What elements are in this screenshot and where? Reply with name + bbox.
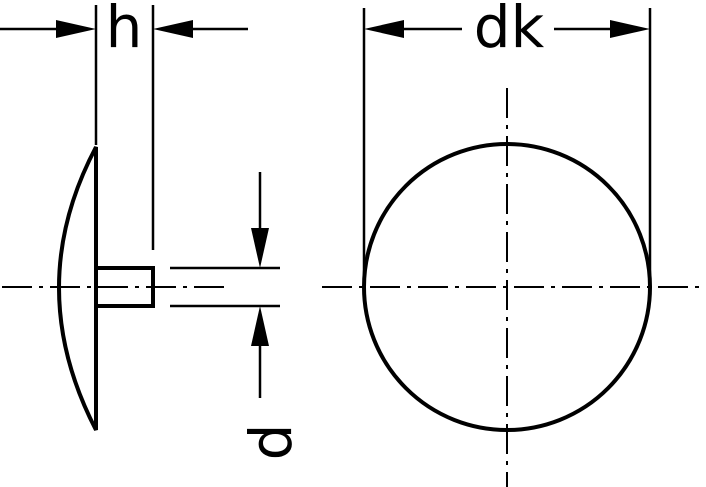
dk-arrow-right bbox=[610, 20, 650, 38]
side-view: h d bbox=[0, 0, 305, 460]
d-dimension-label: d bbox=[237, 424, 305, 461]
dk-arrow-left bbox=[364, 20, 404, 38]
h-arrow-left bbox=[56, 20, 96, 38]
front-view: dk bbox=[322, 0, 704, 487]
d-arrow-top bbox=[251, 228, 269, 268]
d-arrow-bottom bbox=[251, 306, 269, 346]
dk-dimension-label: dk bbox=[474, 0, 545, 61]
h-arrow-right bbox=[153, 20, 193, 38]
h-dimension-label: h bbox=[106, 0, 143, 61]
cap-head-profile bbox=[57, 146, 98, 431]
cap-shank bbox=[94, 266, 155, 308]
